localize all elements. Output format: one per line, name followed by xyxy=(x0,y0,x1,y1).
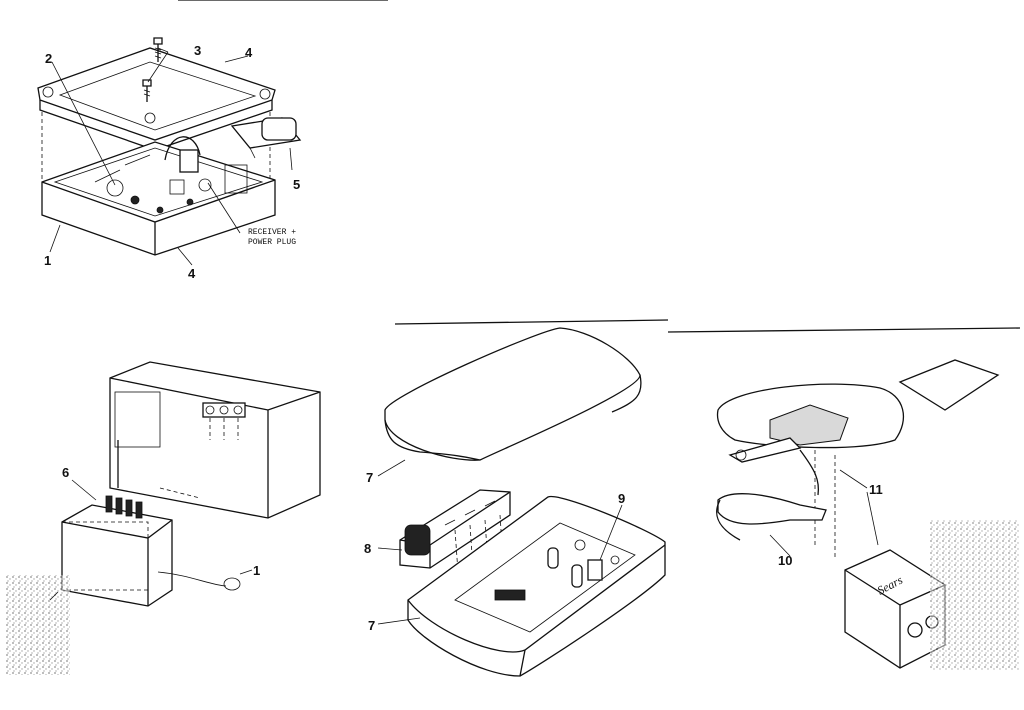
transmitter-housing-group xyxy=(377,319,669,677)
callout-9: 9 xyxy=(618,491,625,506)
callout-2: 2 xyxy=(45,51,52,66)
callout-1-top: 1 xyxy=(44,253,51,268)
callout-6: 6 xyxy=(62,465,69,480)
terminal-pins xyxy=(105,495,143,519)
receiver-note-line1: RECEIVER + xyxy=(248,228,296,237)
scan-noise-right xyxy=(930,520,1020,670)
callout-7-top: 7 xyxy=(366,470,373,485)
callout-8: 8 xyxy=(364,541,371,556)
receiver-power-plug xyxy=(230,117,302,159)
push-button-assembly xyxy=(399,489,511,569)
terminal-block xyxy=(61,504,173,607)
transmitter-base xyxy=(407,495,666,677)
callout-3: 3 xyxy=(194,43,201,58)
spring-clip xyxy=(717,493,827,525)
callout-11: 11 xyxy=(869,482,883,497)
scan-noise-left xyxy=(5,575,70,675)
circuit-board xyxy=(94,136,248,214)
label-card xyxy=(898,359,1000,411)
callout-4-bottom: 4 xyxy=(188,266,196,281)
transmitter-circuit-board xyxy=(454,522,636,633)
visor-clip-battery-group: Sears xyxy=(667,327,1021,670)
opener-housing xyxy=(109,361,321,519)
wire-loop xyxy=(157,571,227,587)
base-box xyxy=(41,141,276,256)
callout-7-bottom: 7 xyxy=(368,618,375,633)
terminal-block-group xyxy=(5,361,321,675)
callout-1-bottom: 1 xyxy=(253,563,260,578)
terminal-screws xyxy=(202,402,246,418)
screw-b xyxy=(142,79,152,102)
receiver-note-line2: POWER PLUG xyxy=(248,238,296,247)
callout-5: 5 xyxy=(293,177,300,192)
transmitter-lid xyxy=(384,327,641,461)
receiver-housing-group xyxy=(37,0,388,266)
callout-10: 10 xyxy=(778,553,792,568)
callout-4-top: 4 xyxy=(245,45,253,60)
screw-a xyxy=(153,37,163,62)
